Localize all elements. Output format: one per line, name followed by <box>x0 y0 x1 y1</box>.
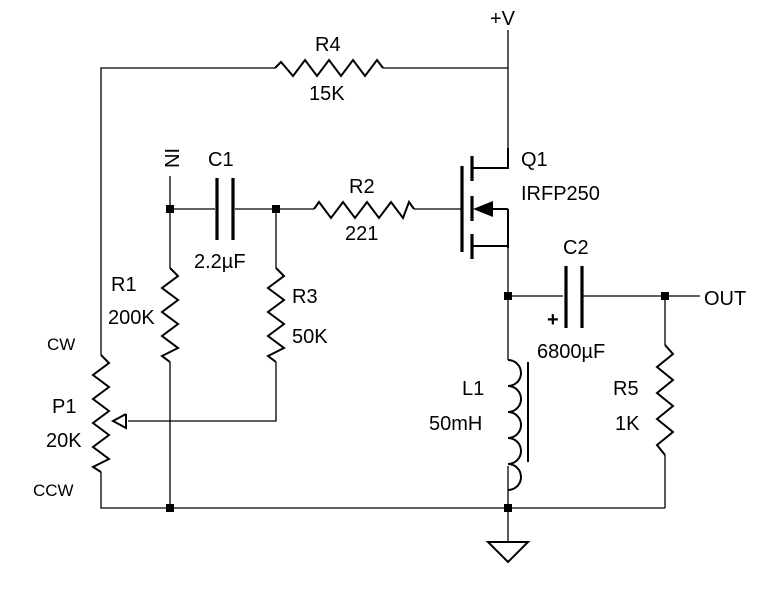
c2-value: 6800µF <box>537 341 605 363</box>
potentiometer-p1[interactable] <box>90 354 127 473</box>
wires <box>100 30 700 542</box>
p1-cw-label: CW <box>47 335 75 354</box>
r3-ref: R3 <box>292 286 318 308</box>
c1-ref: C1 <box>208 149 234 171</box>
c1-value: 2.2µF <box>194 251 246 273</box>
p1-ccw-label: CCW <box>33 481 74 500</box>
r3-value: 50K <box>292 326 328 348</box>
mosfet-q1[interactable] <box>460 148 509 259</box>
r5-ref: R5 <box>613 378 639 400</box>
resistor-r5[interactable] <box>655 344 675 456</box>
wiper-arrow <box>110 413 127 430</box>
resistor-r4[interactable] <box>274 58 384 78</box>
resistor-r2[interactable] <box>313 199 415 221</box>
p1-ref: P1 <box>52 396 76 418</box>
l1-ref: L1 <box>462 378 484 400</box>
junction-dots <box>166 205 669 512</box>
capacitor-c2[interactable] <box>564 266 584 328</box>
c2-ref: C2 <box>563 237 589 259</box>
p1-value: 20K <box>46 430 82 452</box>
q1-value: IRFP250 <box>521 183 600 205</box>
r4-value: 15K <box>309 83 345 105</box>
resistor-r3[interactable] <box>266 267 286 363</box>
r5-value: 1K <box>615 413 640 435</box>
r2-value: 221 <box>345 223 378 245</box>
r4-ref: R4 <box>315 34 341 56</box>
r2-ref: R2 <box>349 176 375 198</box>
r1-value: 200K <box>108 307 155 329</box>
resistor-r1[interactable] <box>160 267 180 363</box>
mosfet-arrow <box>473 201 493 217</box>
l1-value: 50mH <box>429 413 482 435</box>
polarity-mark: + <box>547 309 559 331</box>
supply-label: +V <box>490 8 516 30</box>
output-label: OUT <box>704 288 746 310</box>
input-label: IN <box>160 148 182 168</box>
capacitor-c1[interactable] <box>215 178 235 240</box>
ground-symbol <box>485 541 531 564</box>
r1-ref: R1 <box>111 274 137 296</box>
inductor-l1[interactable] <box>507 359 529 491</box>
q1-ref: Q1 <box>521 149 548 171</box>
